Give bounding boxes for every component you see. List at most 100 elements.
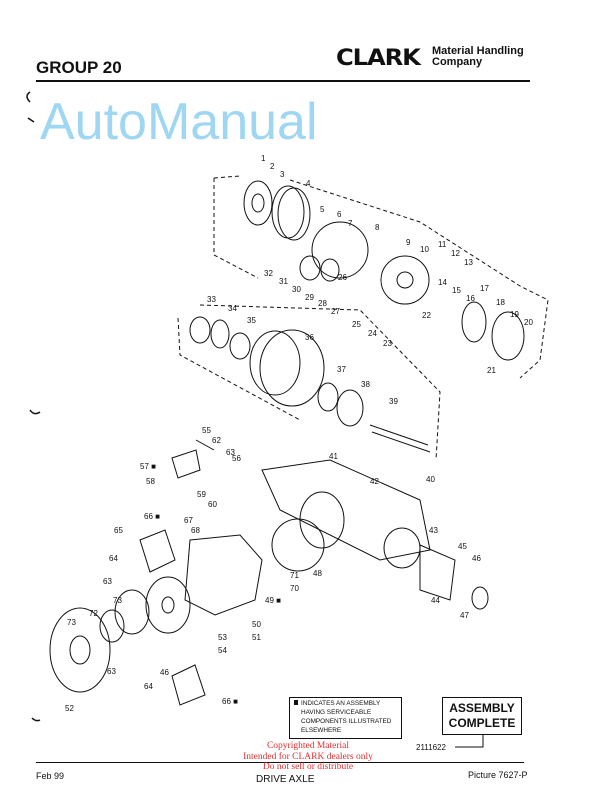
footer-date: Feb 99 (36, 771, 65, 781)
part-label: 20 (524, 318, 533, 327)
part-label: 62 (212, 436, 221, 445)
part-label: 58 (146, 477, 155, 486)
assembly-marker-icon (294, 700, 298, 705)
part-label: 38 (361, 380, 370, 389)
part-label: 46 (160, 668, 169, 677)
part-label: 30 (292, 285, 301, 294)
part-label: 41 (329, 452, 338, 461)
assembly-line: COMPLETE (448, 716, 516, 730)
clark-logo: CLARK (336, 46, 421, 71)
part-label: 53 (218, 633, 227, 642)
legend-line: HAVING SERVICEABLE (301, 709, 372, 716)
part-label: 73 (113, 596, 122, 605)
part-label: 19 (510, 310, 519, 319)
part-label: 8 (375, 223, 380, 232)
part-label: 39 (389, 397, 398, 406)
part-label: 43 (429, 526, 438, 535)
part-label: 44 (431, 596, 440, 605)
part-label: 26 (338, 273, 347, 282)
footer-picture: Picture 7627-P (468, 770, 528, 780)
watermark: AutoManual (40, 93, 318, 151)
part-label: 66 ■ (222, 697, 238, 706)
part-label: 73 (67, 618, 76, 627)
part-label: 34 (228, 304, 237, 313)
part-label: 24 (368, 329, 377, 338)
assembly-line: ASSEMBLY (449, 701, 515, 715)
part-label: 12 (451, 249, 460, 258)
legend-line: COMPONENTS ILLUSTRATED (301, 718, 392, 725)
part-label: 13 (464, 258, 473, 267)
part-label: 3 (280, 170, 285, 179)
part-label: 63 (107, 667, 116, 676)
part-label: 63 (103, 577, 112, 586)
part-label: 15 (452, 286, 461, 295)
part-label: 33 (207, 295, 216, 304)
part-label: 27 (331, 307, 340, 316)
part-label: 28 (318, 299, 327, 308)
part-label: 66 ■ (144, 512, 160, 521)
part-label: 49 ■ (265, 596, 281, 605)
copyright-line: Do not sell or distribute (262, 762, 354, 772)
header-rule (36, 80, 530, 82)
part-label: 48 (313, 569, 322, 578)
part-label: 64 (109, 554, 118, 563)
logo-sub-1: Material Handling (432, 45, 524, 57)
part-label: 36 (305, 333, 314, 342)
part-label: 52 (65, 704, 74, 713)
part-label: 63 (226, 448, 235, 457)
part-label: 7 (348, 219, 353, 228)
legend-box: INDICATES AN ASSEMBLY HAVING SERVICEABLE… (289, 697, 402, 739)
part-label: 59 (197, 490, 206, 499)
part-label: 10 (420, 245, 429, 254)
part-label: 5 (320, 205, 325, 214)
footer-rule (36, 762, 524, 763)
legend-line: ELSEWHERE (301, 727, 342, 734)
part-label: 60 (208, 500, 217, 509)
part-label: 64 (144, 682, 153, 691)
group-title: GROUP 20 (36, 58, 122, 77)
legend-line: INDICATES AN ASSEMBLY (301, 700, 381, 707)
part-label: 17 (480, 284, 489, 293)
copyright-notice: Copyrighted Material Intended for CLARK … (232, 741, 384, 773)
part-label: 42 (370, 477, 379, 486)
part-label: 22 (422, 311, 431, 320)
leader-line (455, 735, 484, 748)
part-label: 35 (247, 316, 256, 325)
part-label: 70 (290, 584, 299, 593)
part-label: 2 (270, 162, 275, 171)
part-label: 46 (472, 554, 481, 563)
part-label: 45 (458, 542, 467, 551)
part-label: 47 (460, 611, 469, 620)
part-label: 9 (406, 238, 411, 247)
part-label: 57 ■ (140, 462, 156, 471)
part-label: 56 (232, 454, 241, 463)
part-label: 67 (184, 516, 193, 525)
part-label: 23 (383, 339, 392, 348)
diagram-shapes (26, 91, 549, 722)
part-label: 1 (261, 154, 266, 163)
part-label: 18 (496, 298, 505, 307)
part-label: 71 (290, 571, 299, 580)
part-label: 40 (426, 475, 435, 484)
copyright-line: Intended for CLARK dealers only (243, 751, 373, 762)
assembly-part-number: 2111622 (416, 743, 446, 752)
part-label: 4 (306, 179, 311, 188)
part-label: 37 (337, 365, 346, 374)
part-label: 16 (466, 294, 475, 303)
part-label: 50 (252, 620, 261, 629)
copyright-line: Copyrighted Material (266, 741, 350, 751)
part-label: 55 (202, 426, 211, 435)
part-label: 29 (305, 293, 314, 302)
footer-title: DRIVE AXLE (256, 774, 315, 785)
part-label: 32 (264, 269, 273, 278)
part-label: 25 (352, 320, 361, 329)
part-label: 68 (191, 526, 200, 535)
part-label: 72 (89, 609, 98, 618)
part-label: 11 (438, 240, 447, 249)
part-label: 14 (438, 278, 447, 287)
logo-sub-2: Company (432, 56, 483, 68)
part-label: 51 (252, 633, 261, 642)
